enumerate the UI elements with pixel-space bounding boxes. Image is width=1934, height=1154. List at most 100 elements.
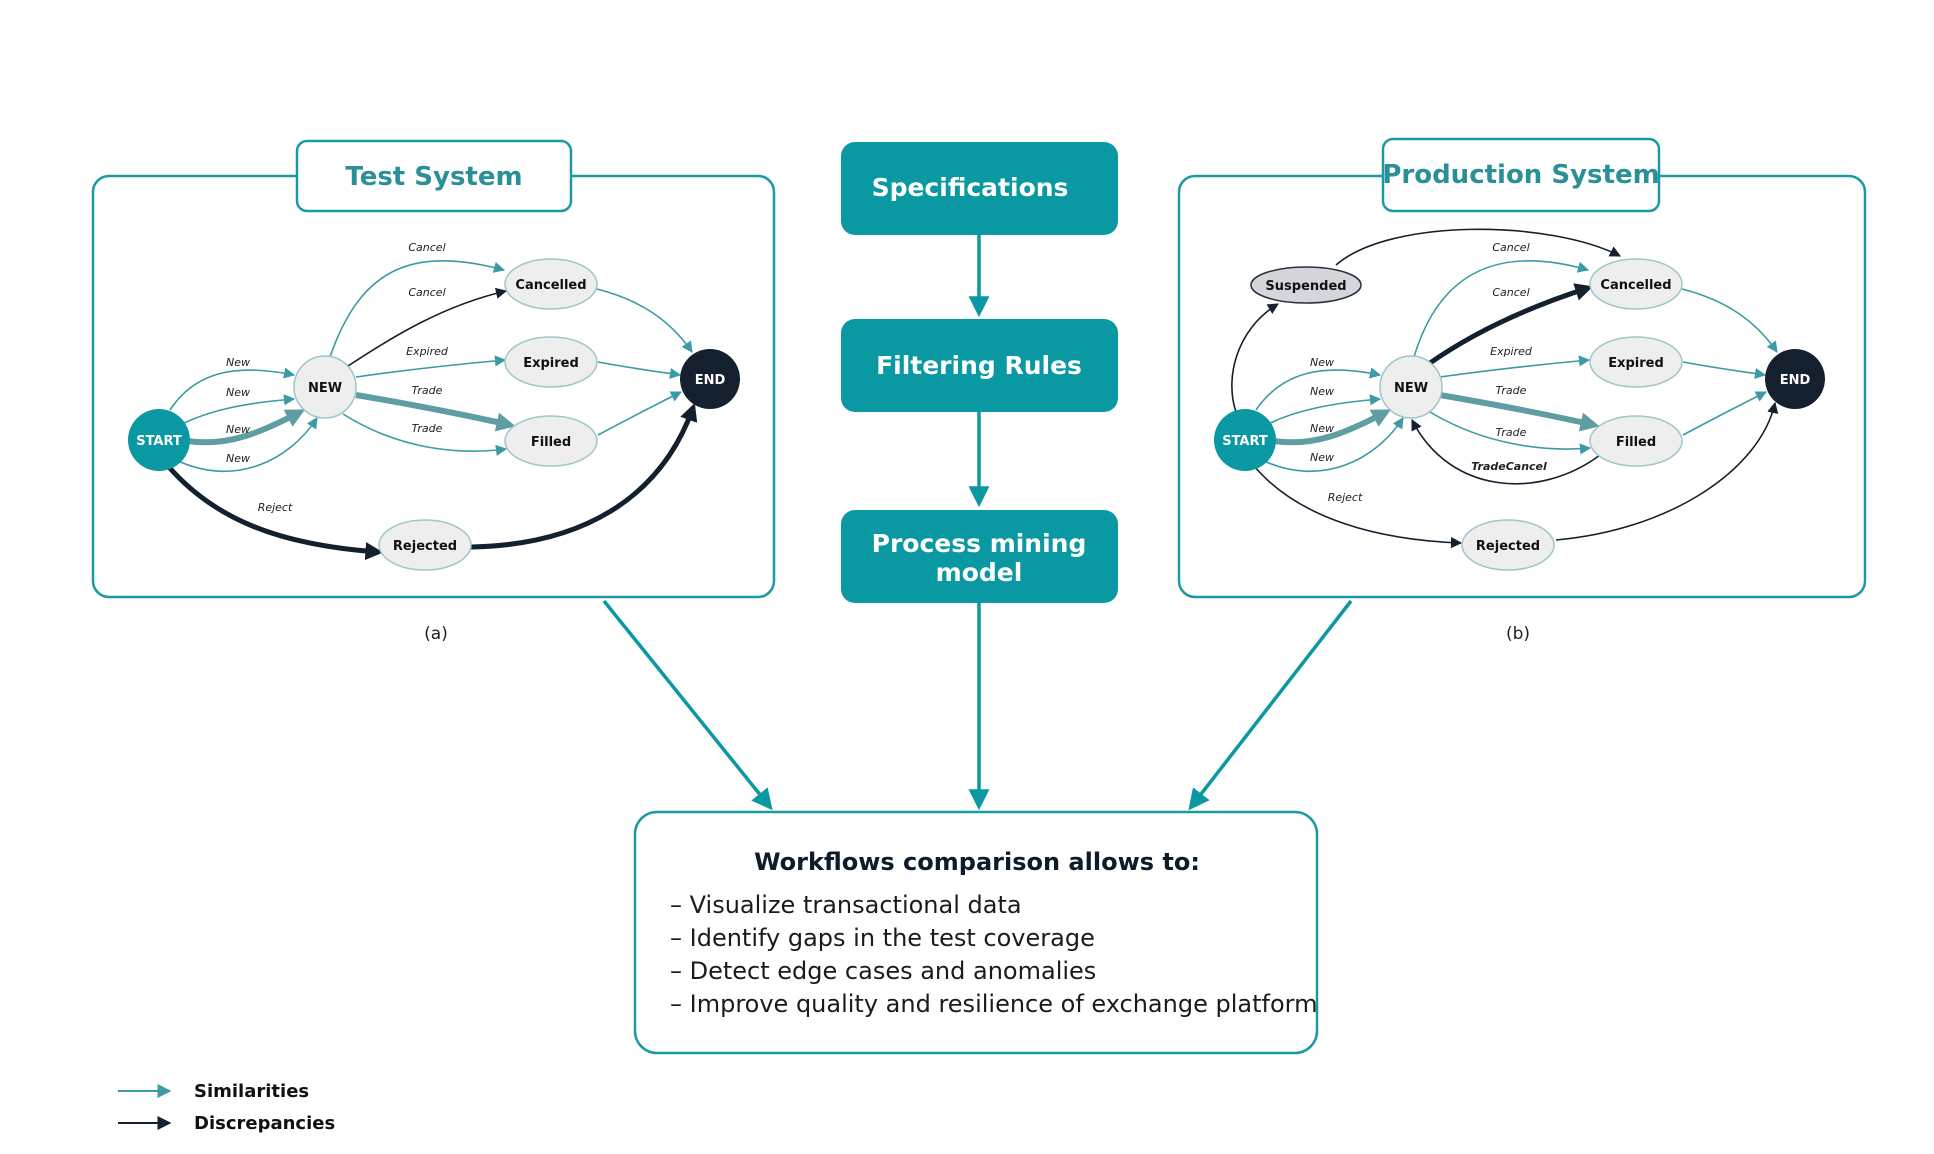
specifications-label: Specifications — [872, 173, 1069, 202]
prod-node-cancelled-shape — [1589, 258, 1683, 310]
prod-edge-label-new-4: New — [1310, 451, 1334, 464]
test-system-title-tab — [295, 139, 573, 213]
node-expired-shape — [504, 336, 598, 388]
filtering-rules-label: Filtering Rules — [876, 351, 1082, 380]
prod-edge-filled-new-tradecancel — [1411, 419, 1601, 485]
legend-discrepancies-label: Discrepancies — [194, 1113, 335, 1134]
arrow-production-to-summary — [1188, 599, 1353, 811]
prod-edge-new-expired — [1439, 355, 1591, 378]
node-end-label: END — [695, 373, 726, 388]
node-cancelled-label: Cancelled — [515, 278, 586, 293]
node-filled-shape — [504, 415, 598, 467]
prod-edge-new-cancelled-teal — [1413, 260, 1590, 358]
edge-label-cancel-1: Cancel — [408, 241, 445, 254]
node-rejected-shape — [378, 519, 472, 571]
edge-label-trade-2: Trade — [412, 422, 443, 435]
edge-label-cancel-2: Cancel — [408, 286, 445, 299]
process-mining-box — [841, 510, 1118, 603]
edge-start-suspended — [1231, 303, 1279, 413]
prod-node-suspended: Suspended — [1250, 266, 1362, 304]
production-system-caption: (b) — [1506, 624, 1530, 644]
node-end: END — [680, 349, 740, 409]
production-system-nodes: Suspended START NEW Cancelled Expired Fi… — [1214, 258, 1825, 571]
prod-node-suspended-label: Suspended — [1265, 279, 1346, 294]
node-rejected-label: Rejected — [393, 539, 457, 554]
prod-node-expired-shape — [1589, 336, 1683, 388]
prod-node-rejected-label: Rejected — [1476, 539, 1540, 554]
prod-edge-rejected-end — [1555, 401, 1779, 541]
test-system-nodes: START NEW Cancelled Expired Filled Rejec… — [128, 258, 740, 571]
summary-panel: Workflows comparison allows to: – Visual… — [633, 810, 1319, 1055]
specifications-box — [841, 142, 1118, 235]
node-cancelled-shape — [504, 258, 598, 310]
prod-node-expired: Expired — [1589, 336, 1683, 388]
edge-label-expired: Expired — [406, 345, 449, 358]
prod-node-end-label: END — [1780, 373, 1811, 388]
prod-edge-new-filled-thick — [1439, 392, 1600, 432]
production-system-panel: Production System New New New — [1177, 137, 1867, 599]
edge-start-rejected — [166, 464, 384, 561]
prod-node-filled-label: Filled — [1616, 435, 1656, 450]
node-rejected: Rejected — [378, 519, 472, 571]
prod-node-new-label: NEW — [1394, 381, 1428, 396]
node-filled-label: Filled — [531, 435, 571, 450]
edge-label-reject: Reject — [258, 501, 293, 514]
node-cancelled: Cancelled — [504, 258, 598, 310]
edge-new-filled-thick — [355, 392, 516, 432]
prod-edge-label-new-1: New — [1310, 356, 1334, 369]
node-new-shape — [293, 355, 357, 419]
edge-label-new-2: New — [226, 386, 250, 399]
prod-edge-start-new-3 — [1273, 409, 1392, 446]
prod-node-start: START — [1214, 409, 1276, 471]
prod-node-cancelled: Cancelled — [1589, 258, 1683, 310]
node-end-shape — [680, 349, 740, 409]
node-start-label: START — [136, 434, 182, 449]
prod-node-rejected-shape — [1461, 519, 1555, 571]
production-system-title: Production System — [1382, 160, 1659, 190]
prod-edge-label-tradecancel: TradeCancel — [1471, 460, 1547, 473]
pipeline: Specifications Filtering Rules Process m… — [602, 142, 1353, 811]
production-system-title-tab — [1381, 137, 1661, 213]
node-new-label: NEW — [308, 381, 342, 396]
prod-node-expired-label: Expired — [1608, 356, 1664, 371]
prod-edge-label-trade-2: Trade — [1496, 426, 1527, 439]
summary-item: – Identify gaps in the test coverage — [670, 924, 1095, 952]
edge-start-new-3 — [187, 409, 306, 446]
prod-edge-label-expired: Expired — [1490, 345, 1533, 358]
edge-start-new-4 — [175, 417, 318, 473]
arrow-test-to-summary — [602, 599, 773, 811]
process-mining-label-line2: model — [936, 558, 1023, 587]
process-mining-label-line1: Process mining — [872, 529, 1087, 558]
prod-node-end-shape — [1765, 349, 1825, 409]
test-system-title: Test System — [345, 162, 522, 192]
edge-filled-end — [597, 391, 683, 436]
summary-item: – Improve quality and resilience of exch… — [670, 990, 1317, 1018]
test-system-edges — [166, 260, 698, 561]
prod-edge-start-rejected — [1253, 465, 1463, 549]
summary-item: – Detect edge cases and anomalies — [670, 957, 1096, 985]
prod-edge-label-new-3: New — [1310, 422, 1334, 435]
filtering-rules-box — [841, 319, 1118, 412]
prod-node-new: NEW — [1379, 355, 1443, 419]
prod-edge-start-new-2 — [1265, 394, 1382, 426]
edge-label-new-4: New — [226, 452, 250, 465]
production-system-edges — [1231, 228, 1779, 549]
node-filled: Filled — [504, 415, 598, 467]
test-system-edge-labels: New New New New Cancel Cancel Expired Tr… — [226, 241, 449, 514]
prod-edge-label-trade-1: Trade — [1496, 384, 1527, 397]
prod-edge-filled-end — [1682, 391, 1768, 436]
summary-item: – Visualize transactional data — [670, 891, 1022, 919]
prod-edge-new-filled — [1429, 411, 1592, 455]
prod-node-new-shape — [1379, 355, 1443, 419]
node-start-shape — [128, 409, 190, 471]
edge-label-trade-1: Trade — [412, 384, 443, 397]
edge-label-new-1: New — [226, 356, 250, 369]
edge-suspended-cancelled — [1335, 228, 1621, 266]
prod-edge-expired-end — [1682, 361, 1767, 380]
node-expired: Expired — [504, 336, 598, 388]
edge-new-cancelled-teal — [329, 260, 506, 358]
production-system-edge-labels: New New New New Cancel Cancel Expired Tr… — [1310, 241, 1547, 504]
edge-new-expired — [355, 355, 507, 378]
prod-edge-new-cancelled-dark — [1428, 283, 1594, 366]
prod-edge-cancelled-end — [1681, 288, 1778, 353]
